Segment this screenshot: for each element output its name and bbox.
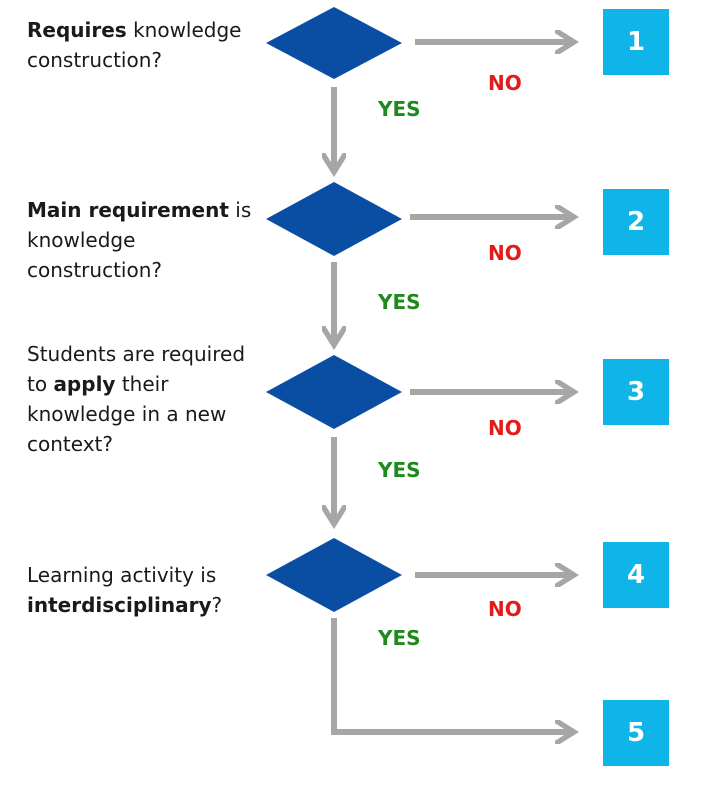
- yes-arrow-4: [331, 618, 574, 732]
- question-3: Students are required to apply their kno…: [27, 339, 259, 459]
- yes-label-1: YES: [378, 97, 421, 121]
- question-3-post: their knowledge in a new context?: [27, 372, 227, 456]
- decision-diamond-2: [266, 182, 402, 256]
- decision-diamond-3: [266, 355, 402, 429]
- question-1-post: knowledge construction?: [27, 18, 242, 72]
- question-4-bold: interdisciplinary: [27, 593, 212, 617]
- yes-label-2: YES: [378, 290, 421, 314]
- question-4-post: ?: [211, 593, 223, 617]
- decision-diamond-4: [266, 538, 402, 612]
- no-label-1: NO: [488, 71, 522, 95]
- question-2: Main requirement is knowledge constructi…: [27, 195, 259, 285]
- outcome-box-3: 3: [603, 359, 669, 425]
- question-3-pre: Students are required to: [27, 342, 246, 396]
- question-4: Learning activity is interdisciplinary?: [27, 560, 259, 620]
- outcome-box-4: 4: [603, 542, 669, 608]
- yes-label-4: YES: [378, 626, 421, 650]
- outcome-box-2: 2: [603, 189, 669, 255]
- question-4-pre: Learning activity is: [27, 563, 217, 587]
- no-label-4: NO: [488, 597, 522, 621]
- question-1: Requires knowledge construction?: [27, 15, 259, 75]
- decision-diamond-1: [266, 7, 402, 79]
- question-2-post: is knowledge construction?: [27, 198, 252, 282]
- no-label-2: NO: [488, 241, 522, 265]
- no-label-3: NO: [488, 416, 522, 440]
- outcome-box-5: 5: [603, 700, 669, 766]
- question-3-bold: apply: [53, 372, 116, 396]
- outcome-box-1: 1: [603, 9, 669, 75]
- question-2-bold: Main requirement: [27, 198, 229, 222]
- yes-label-3: YES: [378, 458, 421, 482]
- question-1-bold: Requires: [27, 18, 127, 42]
